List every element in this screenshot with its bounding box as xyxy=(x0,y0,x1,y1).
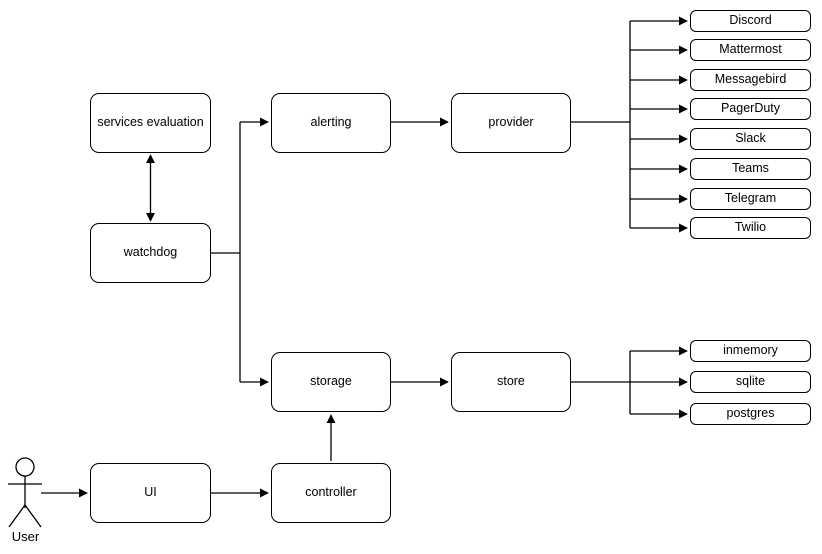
node-services-evaluation[interactable]: services evaluation xyxy=(90,93,211,153)
node-label: inmemory xyxy=(723,343,778,358)
node-alerting[interactable]: alerting xyxy=(271,93,391,153)
node-provider-teams[interactable]: Teams xyxy=(690,158,811,180)
node-label: Messagebird xyxy=(714,72,787,87)
node-store-postgres[interactable]: postgres xyxy=(690,403,811,425)
node-controller[interactable]: controller xyxy=(271,463,391,523)
node-provider-messagebird[interactable]: Messagebird xyxy=(690,69,811,91)
node-label: Slack xyxy=(735,131,766,146)
node-label: UI xyxy=(144,485,157,500)
node-label: services evaluation xyxy=(97,115,204,130)
node-label: postgres xyxy=(726,406,775,421)
node-label: sqlite xyxy=(735,374,766,389)
node-label: storage xyxy=(310,374,352,389)
node-label: PagerDuty xyxy=(720,101,781,116)
node-label: provider xyxy=(488,115,534,130)
node-watchdog[interactable]: watchdog xyxy=(90,223,211,283)
node-store-inmemory[interactable]: inmemory xyxy=(690,340,811,362)
node-ui[interactable]: UI xyxy=(90,463,211,523)
node-label: Twilio xyxy=(734,220,767,235)
node-label: controller xyxy=(305,485,357,500)
user-actor-figure xyxy=(8,457,42,528)
node-provider-telegram[interactable]: Telegram xyxy=(690,188,811,210)
node-label: alerting xyxy=(310,115,352,130)
node-store-sqlite[interactable]: sqlite xyxy=(690,371,811,393)
node-provider-twilio[interactable]: Twilio xyxy=(690,217,811,239)
node-storage[interactable]: storage xyxy=(271,352,391,412)
node-provider-slack[interactable]: Slack xyxy=(690,128,811,150)
node-provider-discord[interactable]: Discord xyxy=(690,10,811,32)
node-label: Discord xyxy=(729,13,772,28)
node-label: Teams xyxy=(732,161,769,176)
node-provider[interactable]: provider xyxy=(451,93,571,153)
node-label: Mattermost xyxy=(719,42,782,57)
node-provider-pagerduty[interactable]: PagerDuty xyxy=(690,98,811,120)
node-label: watchdog xyxy=(123,245,178,260)
node-label: store xyxy=(497,374,525,389)
node-store[interactable]: store xyxy=(451,352,571,412)
node-label: Telegram xyxy=(724,191,777,206)
node-provider-mattermost[interactable]: Mattermost xyxy=(690,39,811,61)
user-actor-label: User xyxy=(11,529,40,544)
